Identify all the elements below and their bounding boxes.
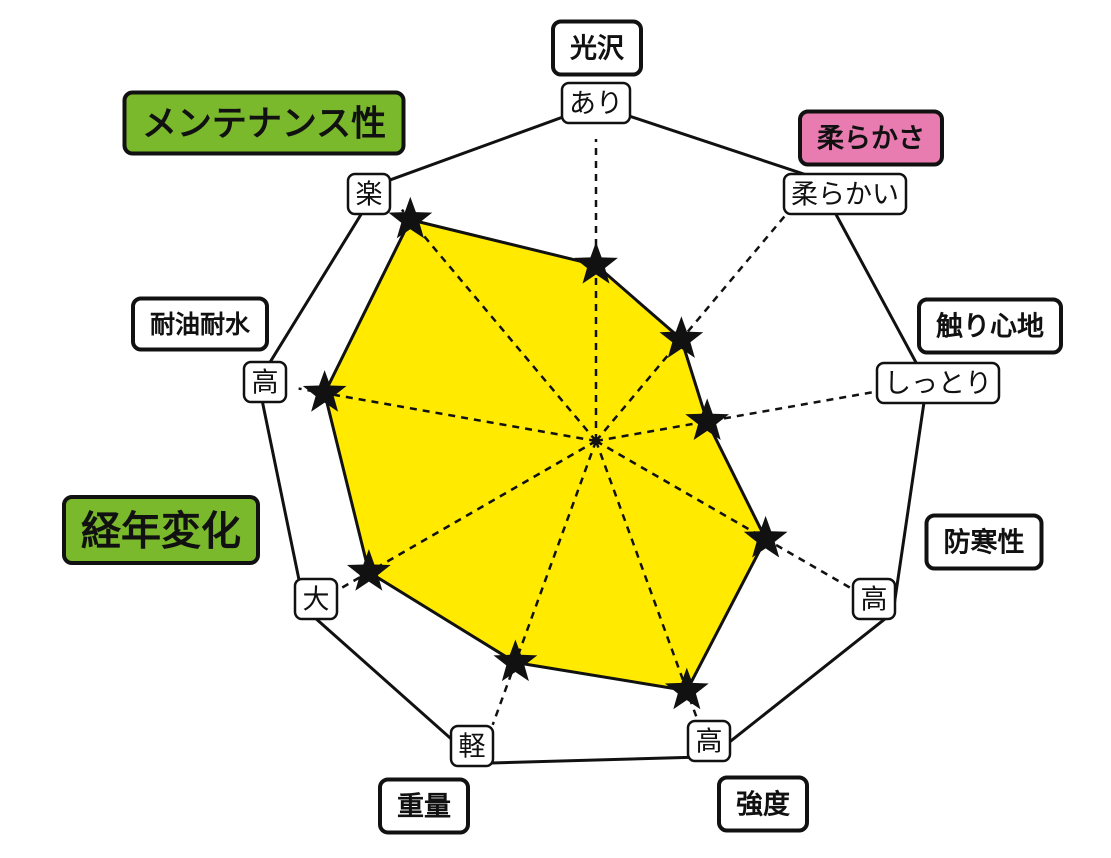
axis-end-label: しっとり xyxy=(884,369,992,400)
axis-spoke xyxy=(491,440,598,726)
axis-end-box xyxy=(686,719,732,763)
data-star-marker xyxy=(302,370,347,412)
data-area xyxy=(323,218,768,693)
category-box xyxy=(798,109,944,167)
category-box xyxy=(131,296,269,352)
radar-frame xyxy=(256,103,929,765)
axis-spoke xyxy=(594,440,701,726)
axis-end-box xyxy=(346,172,392,216)
category-box xyxy=(378,777,470,835)
category-label: 強度 xyxy=(736,789,790,821)
axis-end-label: 高 xyxy=(861,585,888,616)
category-box xyxy=(717,775,809,833)
axis-spoke xyxy=(595,208,792,442)
axis-end-box xyxy=(242,360,288,404)
category-label: 光沢 xyxy=(569,34,625,65)
category-box xyxy=(924,513,1044,571)
data-star-marker xyxy=(493,639,538,682)
axis-spoke xyxy=(400,208,597,442)
category-label: 耐油耐水 xyxy=(150,310,251,339)
category-box xyxy=(62,495,260,565)
axis-end-box xyxy=(851,577,897,621)
category-box xyxy=(551,19,643,77)
axis-end-label: 高 xyxy=(696,727,723,758)
category-label: 防寒性 xyxy=(944,527,1025,559)
data-star-marker xyxy=(743,515,788,558)
axis-spoke xyxy=(298,387,597,443)
category-box xyxy=(917,297,1063,355)
data-star-marker xyxy=(388,196,433,239)
data-star-marker xyxy=(665,667,709,710)
axis-end-box xyxy=(293,577,339,621)
category-box xyxy=(122,90,406,156)
axis-end-box xyxy=(449,724,495,768)
data-star-marker xyxy=(347,549,391,591)
center-dot xyxy=(592,437,600,445)
axis-end-label: 高 xyxy=(252,368,279,399)
axis-end-label: あり xyxy=(569,89,623,120)
axis-end-label: 楽 xyxy=(356,180,383,211)
data-star-marker xyxy=(574,242,618,284)
axis-spoke xyxy=(595,439,859,594)
data-star-marker xyxy=(659,316,704,358)
category-label: 柔らかさ xyxy=(817,124,925,155)
category-label: メンテナンス性 xyxy=(142,105,386,145)
category-label: 経年変化 xyxy=(81,508,241,554)
axis-end-box xyxy=(560,81,632,125)
category-label: 重量 xyxy=(397,792,451,823)
axis-end-label: 柔らかい xyxy=(791,180,899,211)
axis-end-box xyxy=(782,172,908,216)
data-star-marker xyxy=(685,398,729,440)
axis-end-label: 軽 xyxy=(459,732,486,763)
category-label: 触り心地 xyxy=(936,312,1044,343)
axis-spoke xyxy=(595,387,894,443)
axis-end-box xyxy=(875,361,1001,405)
axis-end-label: 大 xyxy=(303,585,330,616)
